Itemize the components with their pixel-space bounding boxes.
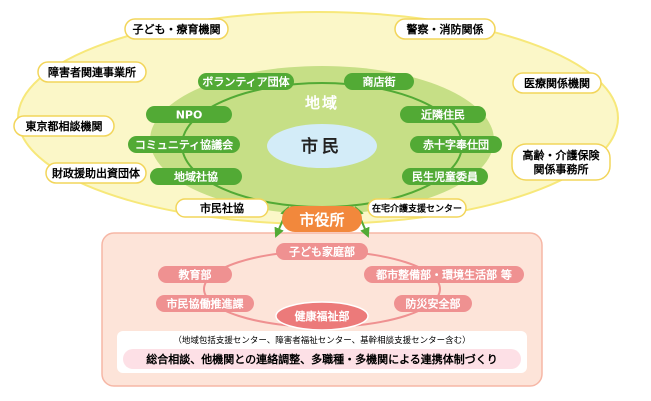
mission-text: 総合相談、他機関との連絡調整、多職種・多機関による連携体制づくり: [146, 352, 498, 366]
svg-text:教育部: 教育部: [178, 268, 212, 282]
citizen-ellipse: [267, 124, 377, 168]
dept-education: 教育部: [158, 266, 232, 283]
svg-text:健康福祉部: 健康福祉部: [295, 309, 350, 323]
org-community-council: コミュニティ協議会: [128, 136, 240, 153]
dept-children-family: 子ども家庭部: [276, 243, 368, 260]
svg-text:防災安全部: 防災安全部: [406, 297, 461, 311]
org-volunteer-groups: ボランティア団体: [198, 73, 294, 90]
org-red-cross: 赤十字奉仕団: [410, 136, 502, 153]
svg-text:NPO: NPO: [176, 109, 203, 122]
svg-text:民生児童委員: 民生児童委員: [412, 170, 478, 184]
svg-text:財政援助出資団体: 財政援助出資団体: [51, 166, 141, 180]
svg-text:医療関係機関: 医療関係機関: [524, 76, 590, 90]
svg-text:高齢・介護保険関係事務所: 高齢・介護保険関係事務所: [523, 148, 601, 176]
org-neighbors: 近隣住民: [400, 106, 486, 123]
agency-elderly-line: 関係事務所: [534, 162, 589, 176]
svg-text:東京都相談機関: 東京都相談機関: [26, 119, 103, 133]
agency-tokyo-consultation: 東京都相談機関: [13, 115, 115, 137]
org-shopping-street: 商店街: [344, 73, 414, 90]
agency-children-rehab: 子ども・療育機関: [124, 18, 229, 40]
svg-text:市役所: 市役所: [299, 211, 344, 229]
agency-police-fire: 警察・消防関係: [394, 18, 496, 40]
svg-text:子ども家庭部: 子ども家庭部: [289, 245, 355, 259]
dept-urban-environment: 都市整備部・環境生活部 等: [364, 266, 524, 283]
agency-financial-support-groups: 財政援助出資団体: [45, 162, 147, 184]
svg-text:近隣住民: 近隣住民: [421, 108, 465, 122]
svg-text:ボランティア団体: ボランティア団体: [202, 75, 290, 89]
org-welfare-commissioners: 民生児童委員: [402, 168, 488, 185]
svg-text:赤十字奉仕団: 赤十字奉仕団: [423, 138, 489, 152]
mission-bar: [123, 349, 521, 369]
svg-text:警察・消防関係: 警察・消防関係: [406, 22, 484, 36]
dept-health-welfare: 健康福祉部: [275, 301, 369, 331]
svg-text:子ども・療育機関: 子ども・療育機関: [133, 22, 221, 36]
svg-text:商店街: 商店街: [363, 75, 396, 89]
svg-text:市民社協: 市民社協: [200, 201, 244, 215]
org-npo: NPO: [146, 106, 232, 123]
agency-elderly-line: 高齢・介護保険: [523, 148, 601, 162]
dept-disaster-safety: 防災安全部: [394, 295, 472, 312]
region-title: 地域: [305, 94, 339, 112]
org-home-care-center: 在宅介護支援センター: [367, 198, 467, 218]
dept-civic-collaboration: 市民協働推進課: [156, 295, 254, 312]
org-city-welfare-council: 市民社協: [175, 198, 269, 218]
svg-text:コミュニティ協議会: コミュニティ協議会: [135, 138, 234, 152]
citizen-label: 市民: [301, 136, 343, 157]
svg-text:在宅介護支援センター: 在宅介護支援センター: [372, 203, 462, 215]
svg-text:市民協働推進課: 市民協働推進課: [167, 297, 245, 311]
svg-text:地域社協: 地域社協: [174, 170, 218, 184]
agency-elderly-care-insurance: 高齢・介護保険関係事務所: [511, 143, 611, 181]
hub-note: （地域包括支援センター、障害者福祉センター、基幹相談支援センター含む）: [173, 335, 470, 346]
svg-text:都市整備部・環境生活部 等: 都市整備部・環境生活部 等: [375, 268, 512, 282]
agency-medical: 医療関係機関: [512, 72, 602, 94]
city-hall-badge: 市役所: [282, 206, 362, 232]
org-district-welfare-council: 地域社協: [150, 168, 242, 185]
svg-text:障害者関連事業所: 障害者関連事業所: [48, 65, 136, 79]
agency-disability-services: 障害者関連事業所: [37, 61, 147, 83]
